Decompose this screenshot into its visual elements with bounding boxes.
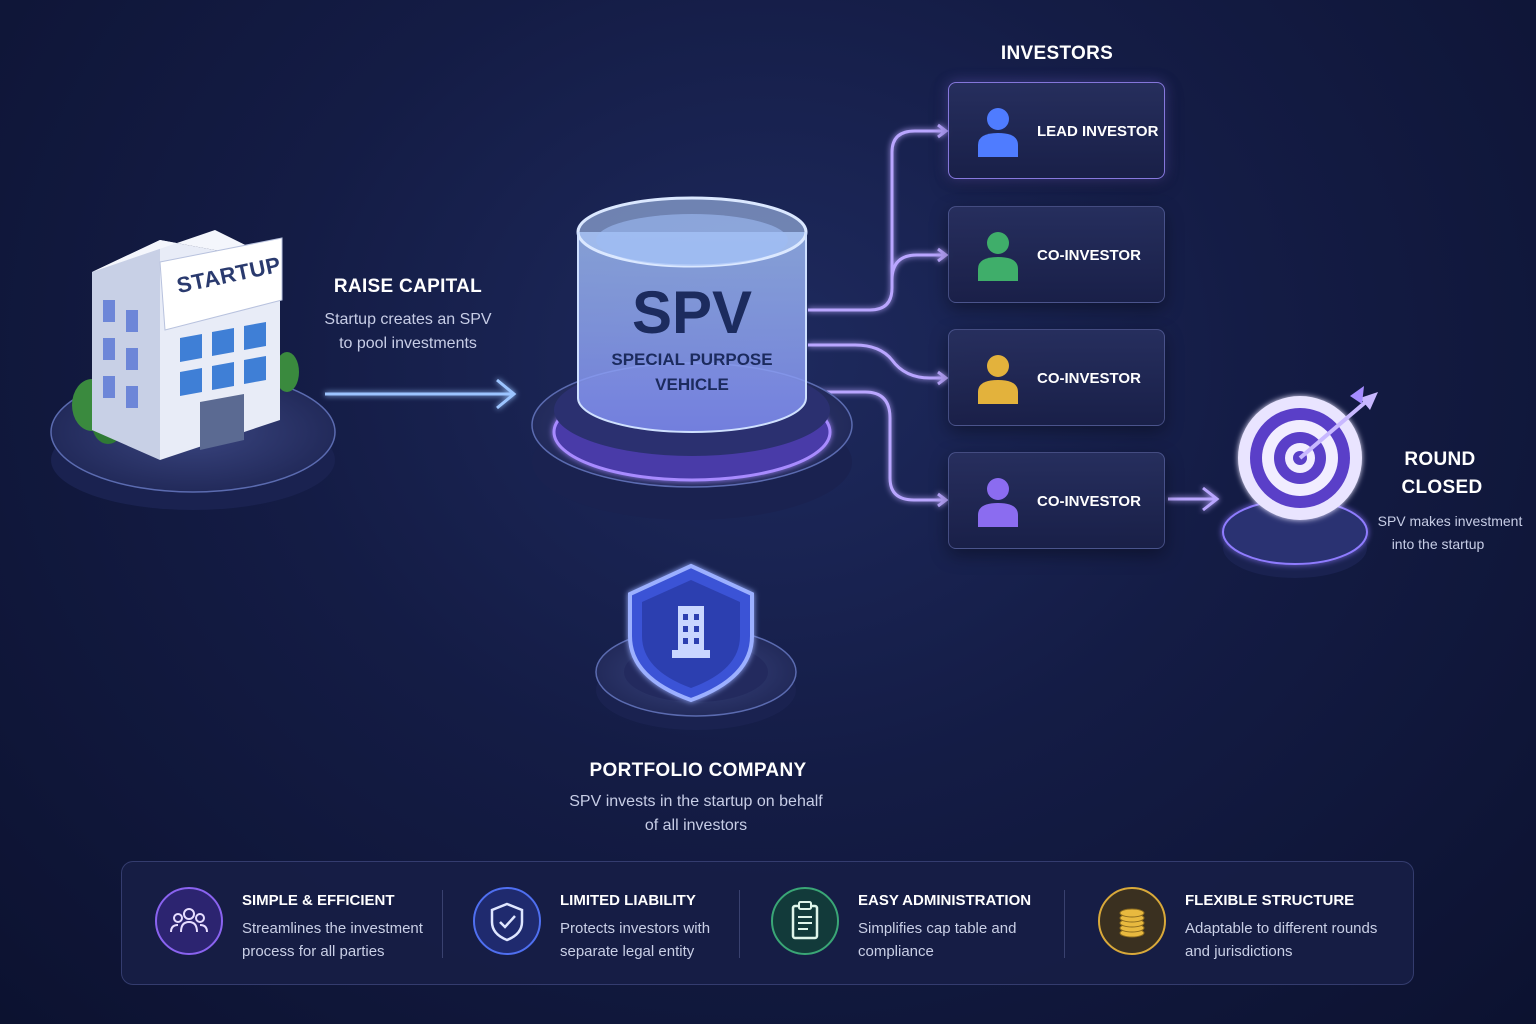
investor-label: CO-INVESTOR	[1037, 493, 1141, 510]
co-investor-person-icon	[978, 355, 1018, 404]
portfolio-desc-line-1: SPV invests in the startup on behalf	[569, 793, 823, 810]
spv-full-name-line-1: SPECIAL PURPOSE	[611, 350, 773, 369]
benefit-desc-line-2: and jurisdictions	[1185, 943, 1293, 960]
spv-acronym: SPV	[631, 279, 753, 346]
co-investor-person-icon	[978, 232, 1018, 281]
benefit-simple-efficient: SIMPLE & EFFICIENT Streamlines the inves…	[154, 862, 454, 986]
raise-capital-desc-line-1: Startup creates an SPV	[324, 311, 492, 328]
investor-card-lead[interactable]: LEAD INVESTOR	[948, 82, 1165, 179]
benefit-easy-administration: EASY ADMINISTRATION Simplifies cap table…	[770, 862, 1070, 986]
divider	[739, 890, 740, 958]
spv-full-name-line-2: VEHICLE	[655, 375, 729, 394]
raise-capital-arrow	[325, 378, 517, 410]
investor-label: CO-INVESTOR	[1037, 370, 1141, 387]
portfolio-title: PORTFOLIO COMPANY	[589, 760, 807, 781]
benefit-desc-line-1: Streamlines the investment	[242, 920, 423, 937]
raise-capital-title: RAISE CAPITAL	[333, 276, 483, 297]
round-closed-title-line-1: ROUND	[1404, 449, 1476, 470]
benefit-desc-line-1: Simplifies cap table and	[858, 920, 1017, 937]
benefit-desc-line-2: separate legal entity	[560, 943, 695, 960]
benefit-title: FLEXIBLE STRUCTURE	[1185, 892, 1355, 909]
investor-card-co-3[interactable]: CO-INVESTOR	[948, 452, 1165, 549]
lead-investor-person-icon	[978, 108, 1018, 157]
benefit-desc-line-2: compliance	[858, 943, 934, 960]
shield-check-icon	[473, 887, 541, 955]
investor-card-co-2[interactable]: CO-INVESTOR	[948, 329, 1165, 426]
clipboard-icon	[771, 887, 839, 955]
divider	[1064, 890, 1065, 958]
portfolio-shield-icon	[628, 563, 754, 703]
portfolio-desc-line-2: of all investors	[644, 817, 748, 834]
benefit-desc-line-1: Protects investors with	[560, 920, 711, 937]
investor-card-co-1[interactable]: CO-INVESTOR	[948, 206, 1165, 303]
raise-capital-desc-line-2: to pool investments	[339, 335, 477, 352]
benefit-flexible-structure: FLEXIBLE STRUCTURE Adaptable to differen…	[1097, 862, 1397, 986]
people-icon	[155, 887, 223, 955]
round-closed-title-line-2: CLOSED	[1401, 477, 1483, 498]
round-closed-arrow	[1168, 486, 1220, 512]
investor-label: CO-INVESTOR	[1037, 247, 1141, 264]
spv-cylinder-icon	[576, 196, 808, 433]
round-closed-desc-line-2: into the startup	[1391, 536, 1485, 552]
benefit-desc-line-1: Adaptable to different rounds	[1185, 920, 1378, 937]
co-investor-person-icon	[978, 478, 1018, 527]
benefit-title: SIMPLE & EFFICIENT	[242, 892, 395, 909]
investor-label: LEAD INVESTOR	[1037, 123, 1159, 140]
benefit-desc-line-2: process for all parties	[242, 943, 385, 960]
target-icon	[1238, 386, 1378, 520]
investor-branches	[808, 123, 949, 508]
benefit-limited-liability: LIMITED LIABILITY Protects investors wit…	[472, 862, 762, 986]
divider	[442, 890, 443, 958]
benefit-title: LIMITED LIABILITY	[560, 892, 696, 909]
benefit-title: EASY ADMINISTRATION	[858, 892, 1032, 909]
investors-heading: INVESTORS	[1000, 43, 1114, 64]
startup-building-icon	[72, 230, 299, 460]
coins-icon	[1098, 887, 1166, 955]
round-closed-desc-line-1: SPV makes investment	[1377, 513, 1523, 529]
benefits-bar: SIMPLE & EFFICIENT Streamlines the inves…	[121, 861, 1414, 985]
